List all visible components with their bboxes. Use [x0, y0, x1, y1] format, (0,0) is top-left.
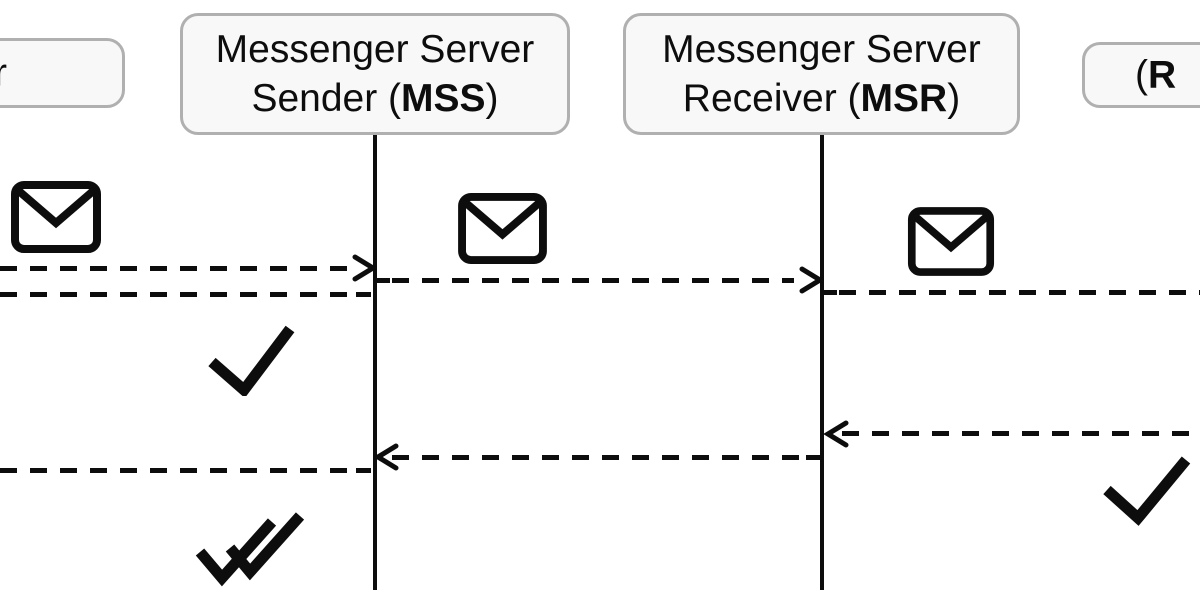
- participant-label-line1: Messenger Server: [215, 28, 535, 71]
- label-suffix: ): [947, 77, 961, 120]
- message-line-msr-to-mss-ack: [392, 455, 804, 460]
- double-check-icon: [195, 512, 305, 587]
- participant-box-msr: Messenger Server Receiver (MSR): [623, 13, 1020, 135]
- label-suffix: ): [485, 77, 499, 120]
- envelope-icon: [458, 192, 547, 265]
- envelope-icon: [11, 181, 101, 253]
- line-end-tick: [822, 290, 837, 295]
- label-prefix: Receiver (: [682, 77, 861, 120]
- participant-label-line2: Sender (MSS): [251, 74, 498, 123]
- participant-box-sender-cropped: r: [0, 38, 125, 108]
- arrowhead-right-icon: [352, 254, 377, 282]
- participant-box-mss: Messenger Server Sender (MSS): [180, 13, 570, 135]
- participant-box-receiver-cropped: (R: [1082, 42, 1200, 108]
- label-abbr: MSR: [860, 77, 948, 120]
- line-end-tick: [375, 278, 390, 283]
- arrowhead-left-icon: [824, 420, 849, 448]
- participant-label-line1: Messenger Server: [662, 28, 981, 71]
- lifeline-mss: [373, 135, 377, 590]
- line-end-tick: [356, 292, 371, 297]
- message-line-mss-to-sender-ack: [0, 292, 356, 297]
- arrowhead-left-icon: [374, 443, 399, 471]
- message-line-mss-to-msr: [392, 278, 794, 283]
- lifeline-msr: [820, 135, 824, 590]
- line-end-tick: [806, 455, 821, 460]
- message-line-msr-to-receiver: [839, 290, 1200, 295]
- label-abbr: R: [1148, 53, 1177, 97]
- check-icon: [1103, 456, 1191, 526]
- arrowhead-right-icon: [799, 266, 824, 294]
- participant-label-line2: Receiver (MSR): [683, 74, 960, 123]
- participant-label-fragment: r: [0, 51, 7, 95]
- label-prefix: Sender (: [251, 77, 402, 120]
- message-line-receiver-to-msr-ack: [842, 431, 1200, 436]
- check-icon: [208, 325, 295, 396]
- label-prefix: (: [1135, 53, 1148, 97]
- envelope-icon: [907, 207, 995, 276]
- line-end-tick: [356, 468, 371, 473]
- message-line-mss-to-sender-delivery-ack: [0, 468, 356, 473]
- message-line-sender-to-mss: [0, 266, 348, 271]
- participant-label-fragment: (R: [1135, 51, 1176, 100]
- label-abbr: MSS: [401, 77, 486, 120]
